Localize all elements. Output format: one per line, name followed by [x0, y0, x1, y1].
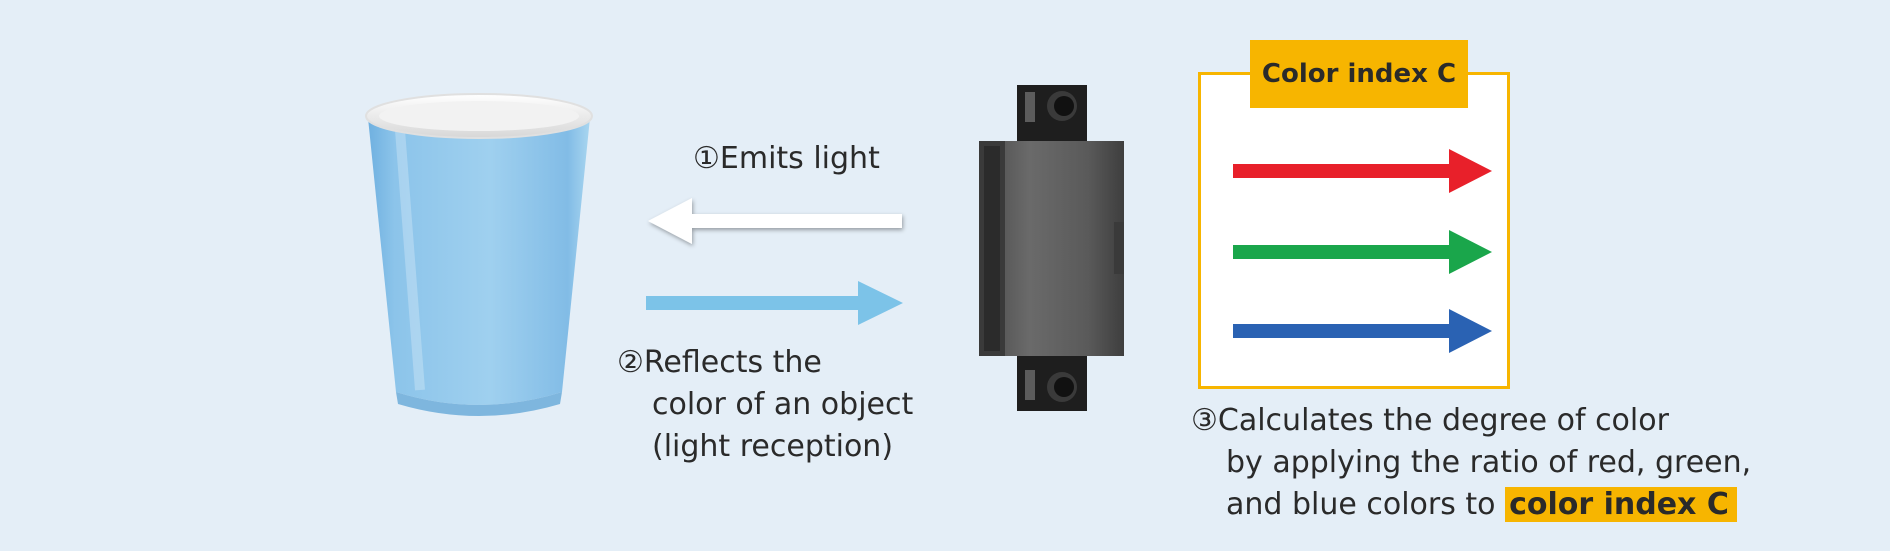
calc-line-3-prefix: and blue colors to — [1226, 487, 1506, 522]
color-index-title: Color index C — [1250, 40, 1468, 108]
reflect-line-2: color of an object — [652, 387, 914, 422]
reflect-line-1: ②Reflects the — [617, 345, 822, 380]
red-arrow-icon — [1233, 149, 1492, 193]
blue-arrow-icon — [1233, 309, 1492, 353]
emit-light-arrow — [648, 198, 902, 244]
reflect-label: ②Reflects the color of an object (light … — [617, 342, 913, 468]
reflect-light-arrow — [646, 281, 903, 325]
paper-cup-icon — [365, 93, 593, 416]
color-index-panel — [1198, 72, 1510, 389]
green-arrow-icon — [1233, 230, 1492, 274]
calc-line-3: and blue colors to color index C — [1191, 484, 1751, 526]
calculate-label: ③Calculates the degree of color by apply… — [1191, 400, 1751, 526]
reflect-line-3: (light reception) — [652, 429, 894, 464]
emit-light-label: ①Emits light — [693, 138, 880, 180]
calc-line-2: by applying the ratio of red, green, — [1226, 445, 1752, 480]
color-sensor-icon — [979, 85, 1124, 411]
rgb-arrows — [1233, 149, 1492, 353]
calc-line-1: ③Calculates the degree of color — [1191, 403, 1669, 438]
color-index-highlight: color index C — [1505, 487, 1737, 522]
emit-light-text: ①Emits light — [693, 141, 880, 176]
